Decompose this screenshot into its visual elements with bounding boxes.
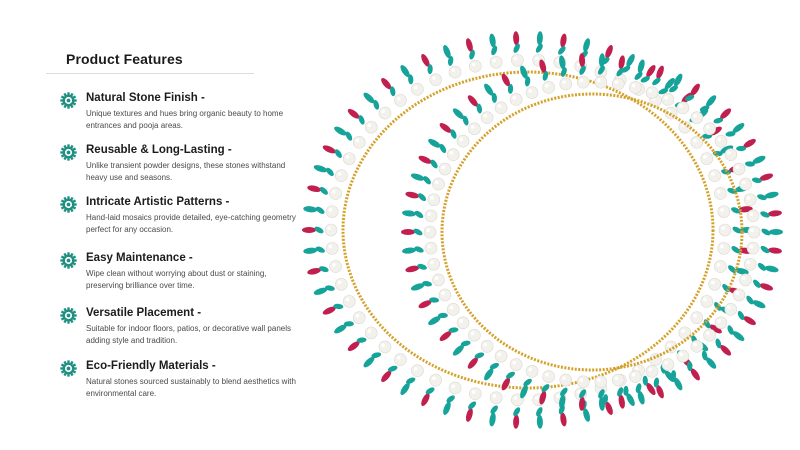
feature-description: Hand-laid mosaics provide detailed, eye-… xyxy=(86,213,296,234)
gear-badge-icon xyxy=(60,144,77,161)
feature-title: Intricate Artistic Patterns - xyxy=(86,196,230,208)
gear-badge-icon xyxy=(60,92,77,109)
features-panel: Product Features Natural Stone Finish - … xyxy=(0,0,300,450)
feature-title: Versatile Placement - xyxy=(86,307,202,319)
gear-badge-icon xyxy=(60,360,77,377)
heading-divider xyxy=(46,73,254,74)
gear-badge-icon xyxy=(60,252,77,269)
feature-description: Unique textures and hues bring organic b… xyxy=(86,109,284,130)
feature-description: Natural stones sourced sustainably to bl… xyxy=(86,377,296,398)
product-photo-anklets xyxy=(302,31,783,429)
feature-description: Unlike transient powder designs, these s… xyxy=(86,161,286,182)
feature-title: Reusable & Long-Lasting - xyxy=(86,144,232,156)
feature-description: Suitable for indoor floors, patios, or d… xyxy=(86,324,291,345)
anklet-ring-back xyxy=(302,31,754,429)
section-heading: Product Features xyxy=(66,51,183,67)
feature-title: Easy Maintenance - xyxy=(86,252,193,264)
feature-title: Natural Stone Finish - xyxy=(86,92,205,104)
feature-description: Wipe clean without worrying about dust o… xyxy=(86,269,267,290)
gear-badge-icon xyxy=(60,307,77,324)
gear-badge-icon xyxy=(60,196,77,213)
feature-title: Eco-Friendly Materials - xyxy=(86,360,216,372)
anklet-ring-front xyxy=(401,53,783,411)
